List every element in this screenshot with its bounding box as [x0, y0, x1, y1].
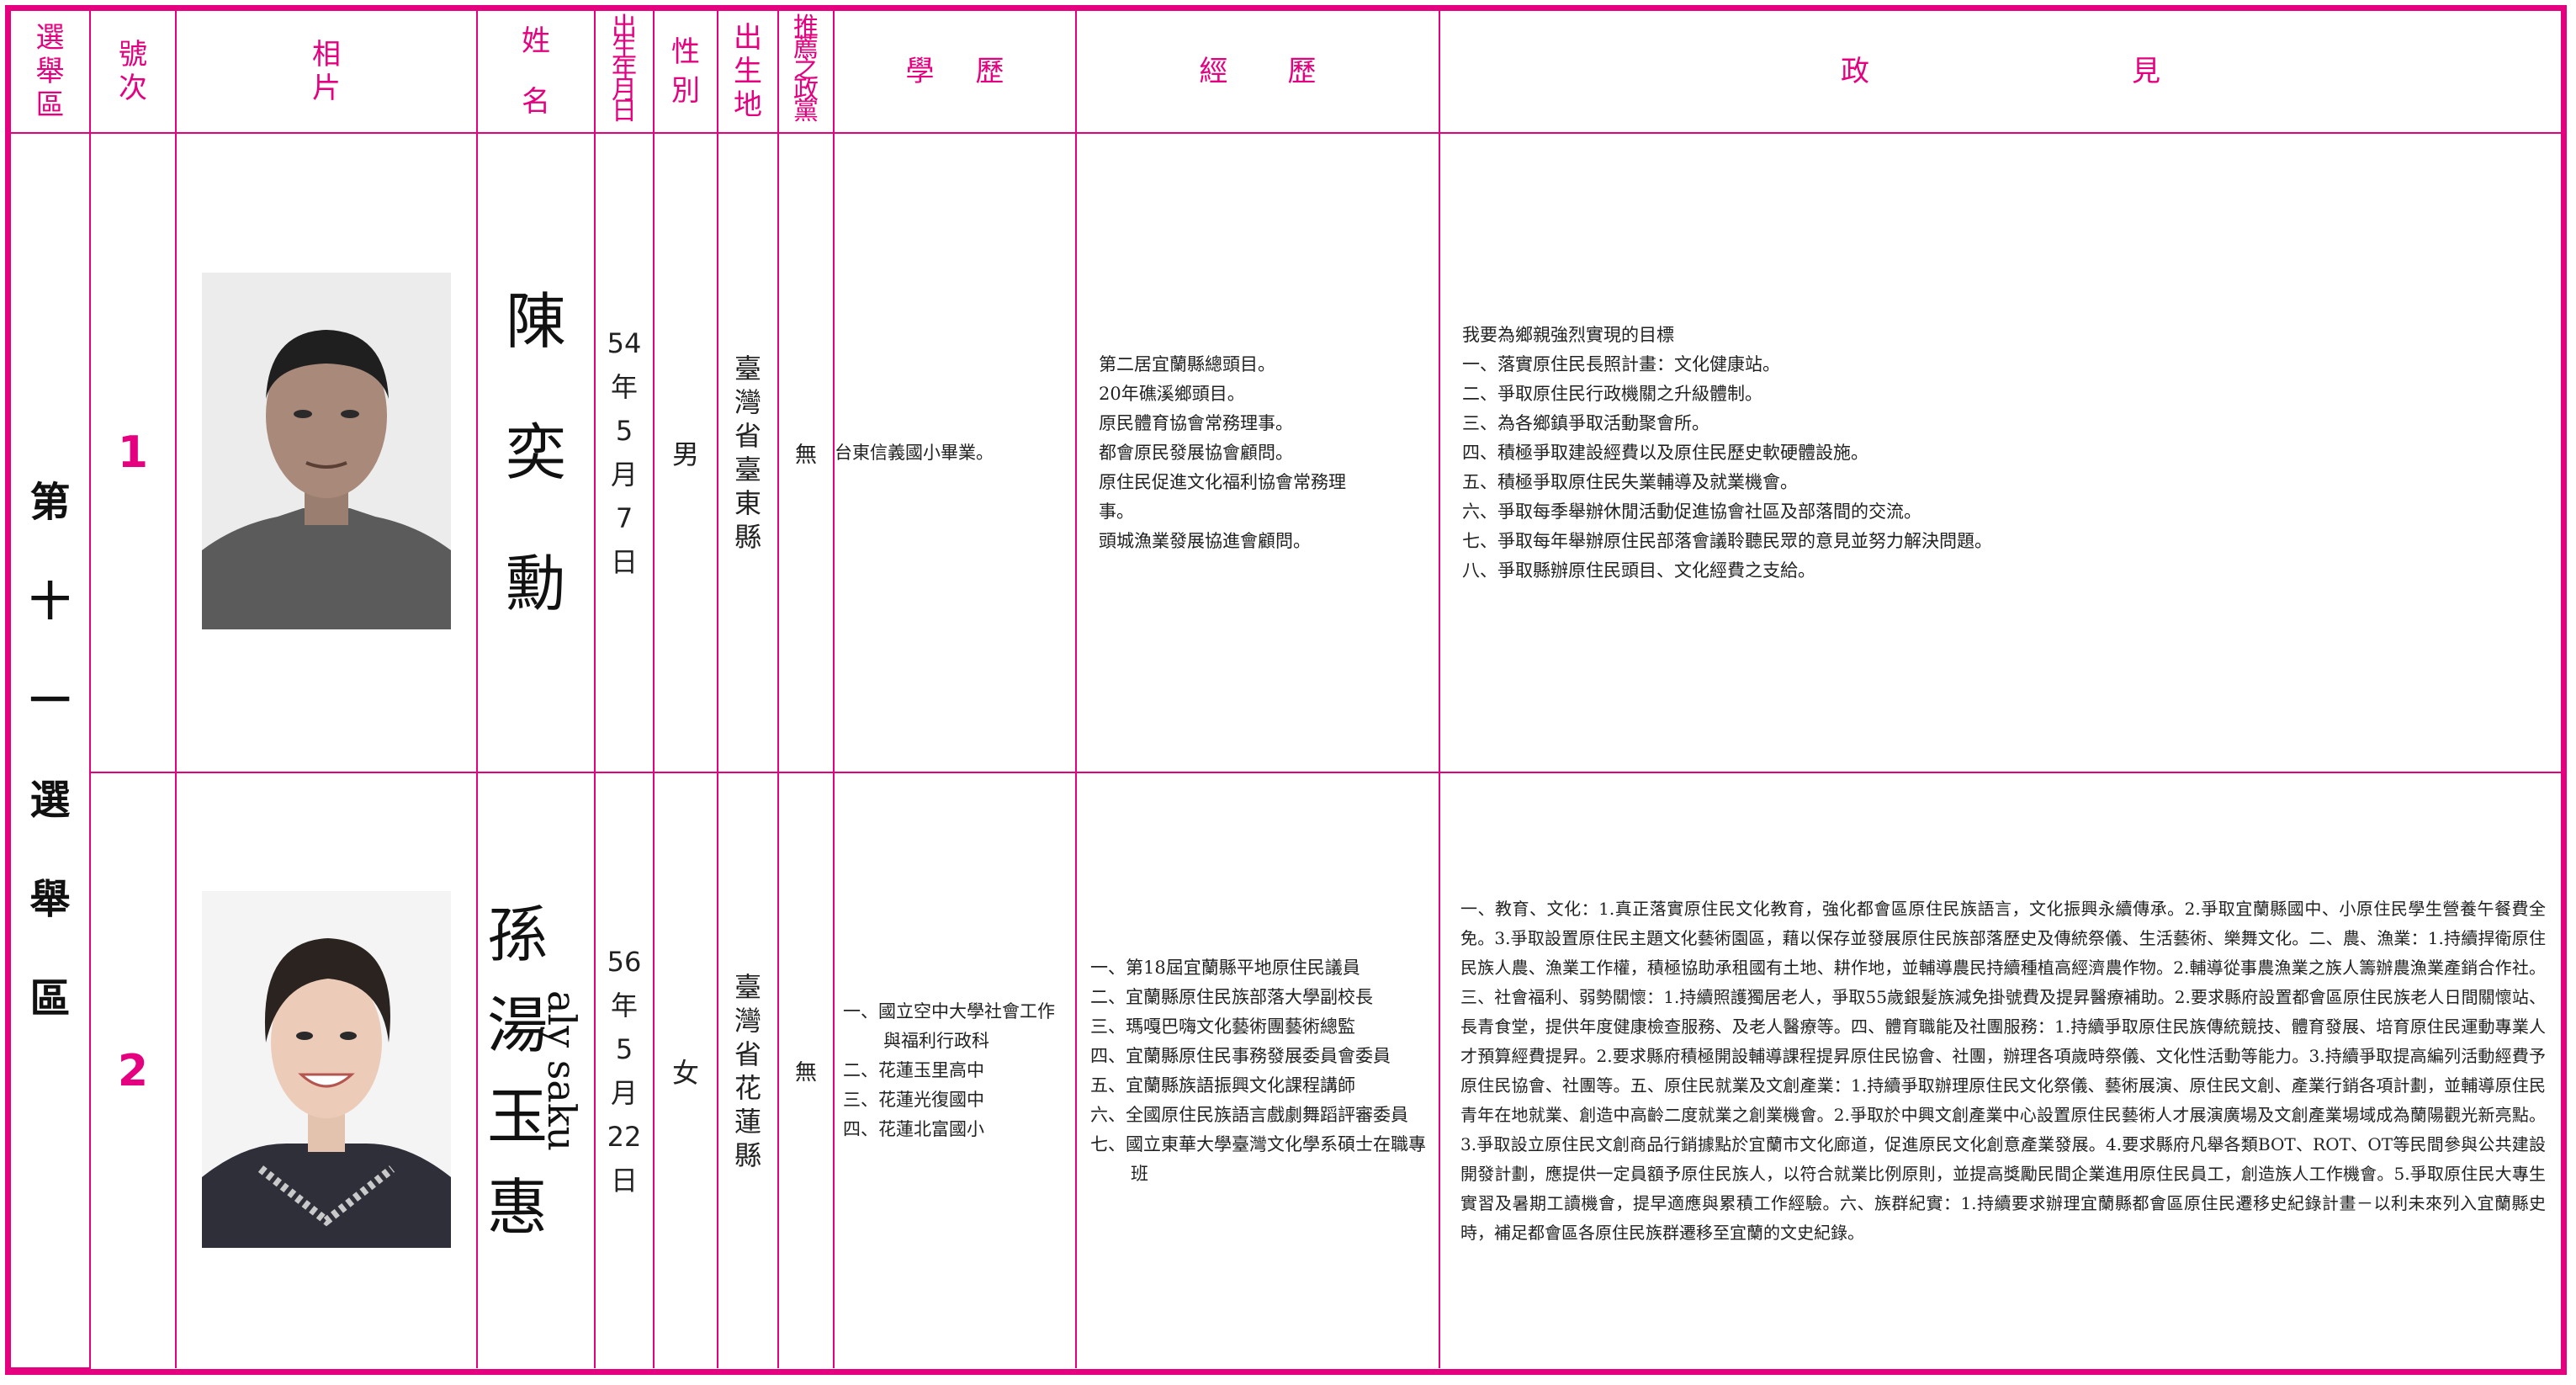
header-experience: 經歷 — [1075, 11, 1440, 134]
header-photo: 相片 — [175, 11, 478, 134]
list-item: 三、瑪嘎巴嗨文化藝術團藝術總監 — [1090, 1016, 1355, 1037]
list-item: 二、宜蘭縣原住民族部落大學副校長 — [1090, 986, 1373, 1007]
candidate-row-2: 2 孫湯玉惠 aly — [11, 772, 2561, 1368]
candidate-photo — [202, 273, 451, 629]
header-education: 學歷 — [833, 11, 1077, 134]
candidate-number: 2 — [90, 772, 177, 1368]
district-name: 第十一選舉區 — [11, 132, 91, 1369]
header-gender: 性別 — [653, 11, 718, 134]
candidate-experience: 第二居宜蘭縣總頭目。 20年礁溪鄉頭目。 原民體育協會常務理事。 都會原民發展協… — [1075, 132, 1440, 773]
candidate-party: 無 — [777, 132, 835, 773]
candidate-birthplace: 臺灣省花蓮縣 — [717, 772, 779, 1368]
person-portrait-icon — [202, 273, 451, 629]
list-item: 四、宜蘭縣原住民事務發展委員會委員 — [1090, 1045, 1391, 1066]
candidate-photo — [202, 890, 451, 1248]
candidate-row-1: 第十一選舉區 1 陳奕勳 — [11, 132, 2561, 1369]
header-party: 推薦之政黨 — [777, 11, 835, 134]
list-item: 七、國立東華大學臺灣文化學系碩士在職專班 — [1090, 1133, 1426, 1184]
candidate-education: 一、國立空中大學社會工作與福利行政科 二、花蓮玉里高中 三、花蓮光復國中 四、花… — [833, 772, 1077, 1368]
candidate-name: 陳奕勳 — [476, 132, 596, 773]
person-portrait-icon — [202, 890, 451, 1248]
ballot-frame: 選舉區 號次 相片 姓名 出生年月日 性別 — [5, 5, 2567, 1375]
header-number: 號次 — [89, 11, 177, 134]
candidate-table: 選舉區 號次 相片 姓名 出生年月日 性別 — [11, 11, 2561, 1369]
header-birth-date: 出生年月日 — [594, 11, 655, 134]
list-item: 三、花蓮光復國中 — [843, 1090, 984, 1110]
header-name: 姓名 — [476, 11, 596, 134]
candidate-experience: 一、第18屆宜蘭縣平地原住民議員 二、宜蘭縣原住民族部落大學副校長 三、瑪嘎巴嗨… — [1075, 772, 1440, 1368]
header-district-label: 選舉區 — [35, 21, 65, 122]
candidate-indigenous-name: aly saku — [539, 990, 585, 1151]
header-district: 選舉區 — [11, 11, 91, 134]
candidate-gender: 男 — [653, 132, 718, 773]
list-item: 五、宜蘭縣族語振興文化課程講師 — [1090, 1075, 1355, 1096]
candidate-photo-cell — [175, 772, 478, 1368]
candidate-platform: 我要為鄉親強烈實現的目標 一、落實原住民長照計畫：文化健康站。 二、爭取原住民行… — [1439, 132, 2561, 773]
header-row: 選舉區 號次 相片 姓名 出生年月日 性別 — [11, 11, 2561, 134]
candidate-birthplace: 臺灣省臺東縣 — [717, 132, 779, 773]
list-item: 四、花蓮北富國小 — [843, 1119, 984, 1139]
candidate-party: 無 — [777, 772, 835, 1368]
header-birthplace: 出生地 — [717, 11, 779, 134]
header-platform: 政見 — [1439, 11, 2561, 134]
list-item: 一、國立空中大學社會工作與福利行政科 — [843, 1001, 1055, 1051]
list-item: 六、全國原住民族語言戲劇舞蹈評審委員 — [1090, 1104, 1408, 1125]
candidate-gender: 女 — [653, 772, 718, 1368]
candidate-name: 孫湯玉惠 aly saku — [476, 772, 596, 1368]
candidate-platform: 一、教育、文化：1.真正落實原住民文化教育，強化都會區原住民族語言，文化振興永續… — [1439, 772, 2561, 1368]
candidate-number: 1 — [89, 132, 177, 773]
list-item: 二、花蓮玉里高中 — [843, 1060, 984, 1080]
list-item: 一、第18屆宜蘭縣平地原住民議員 — [1090, 957, 1360, 978]
candidate-education: 台東信義國小畢業。 — [833, 132, 1077, 773]
candidate-photo-cell — [175, 132, 478, 773]
